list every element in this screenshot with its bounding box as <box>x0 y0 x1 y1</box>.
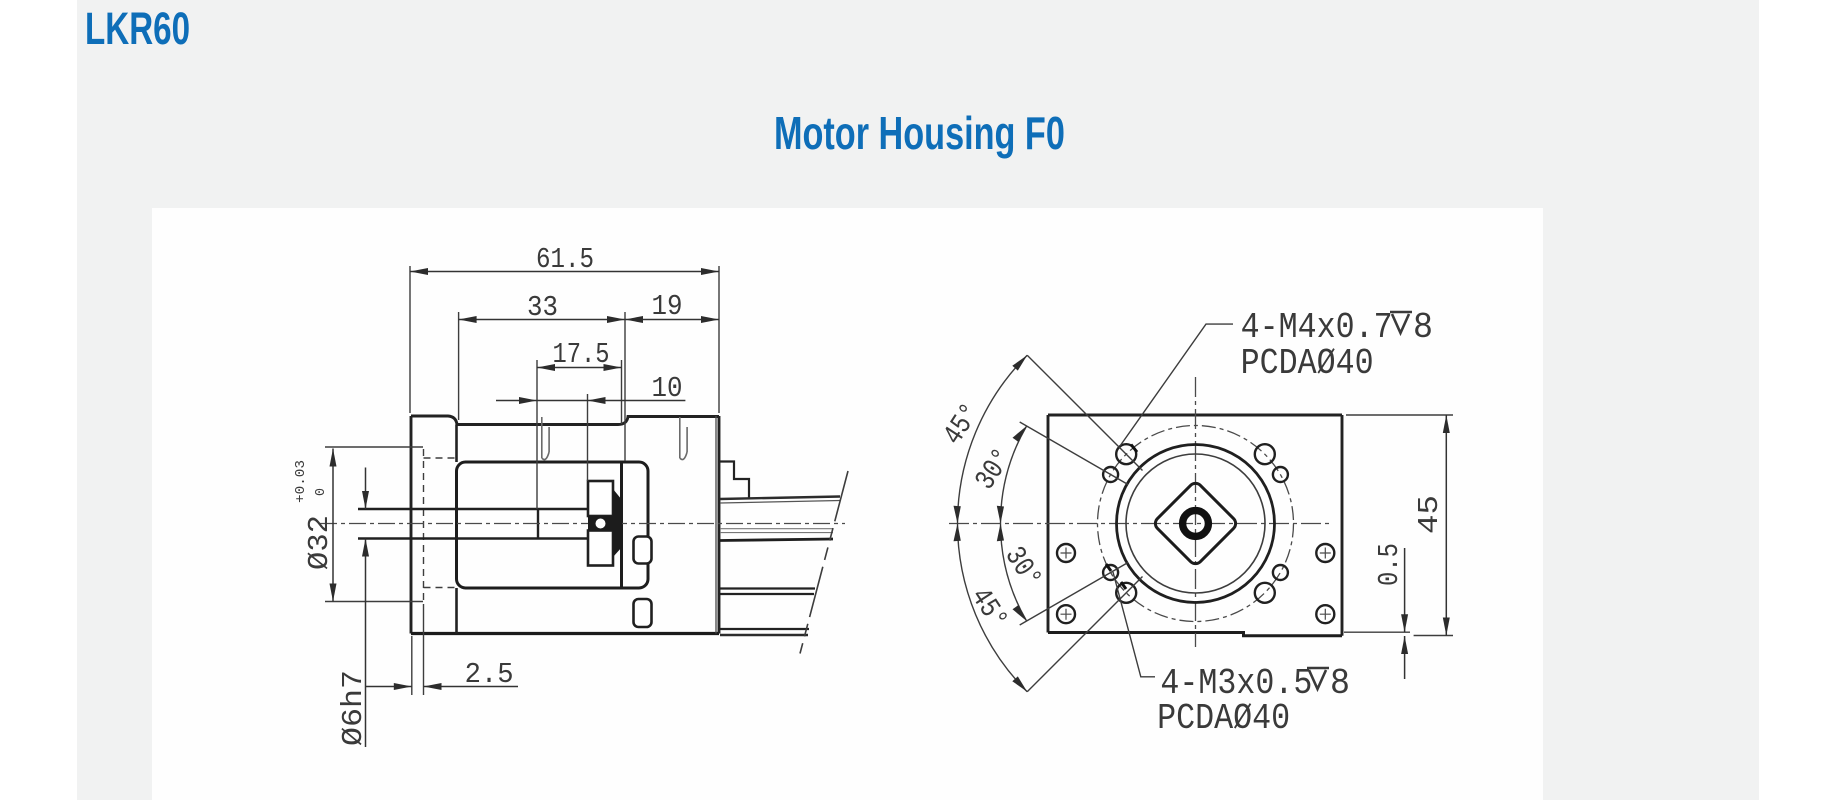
svg-text:Ø32: Ø32 <box>303 515 336 570</box>
svg-text:4-M4x0.7: 4-M4x0.7 <box>1241 307 1393 348</box>
svg-text:45°: 45° <box>963 582 1014 635</box>
svg-text:4-M3x0.5: 4-M3x0.5 <box>1160 663 1312 704</box>
svg-text:61.5: 61.5 <box>536 243 594 276</box>
svg-text:30°: 30° <box>969 443 1020 496</box>
svg-text:45°: 45° <box>937 398 988 451</box>
svg-text:PCDAØ40: PCDAØ40 <box>1241 343 1374 384</box>
svg-text:PCDAØ40: PCDAØ40 <box>1157 698 1290 739</box>
svg-text:0: 0 <box>313 488 329 496</box>
svg-text:Ø6h7: Ø6h7 <box>337 670 370 746</box>
svg-text:2.5: 2.5 <box>465 658 514 691</box>
svg-text:19: 19 <box>652 290 683 323</box>
svg-text:33: 33 <box>527 291 558 324</box>
svg-text:8: 8 <box>1330 663 1350 704</box>
svg-text:17.5: 17.5 <box>553 338 610 371</box>
svg-text:+0.03: +0.03 <box>293 460 309 503</box>
svg-text:30°: 30° <box>997 541 1048 594</box>
svg-text:45: 45 <box>1413 495 1446 534</box>
svg-text:0.5: 0.5 <box>1373 543 1406 586</box>
svg-text:10: 10 <box>652 372 683 405</box>
svg-text:8: 8 <box>1413 307 1433 348</box>
